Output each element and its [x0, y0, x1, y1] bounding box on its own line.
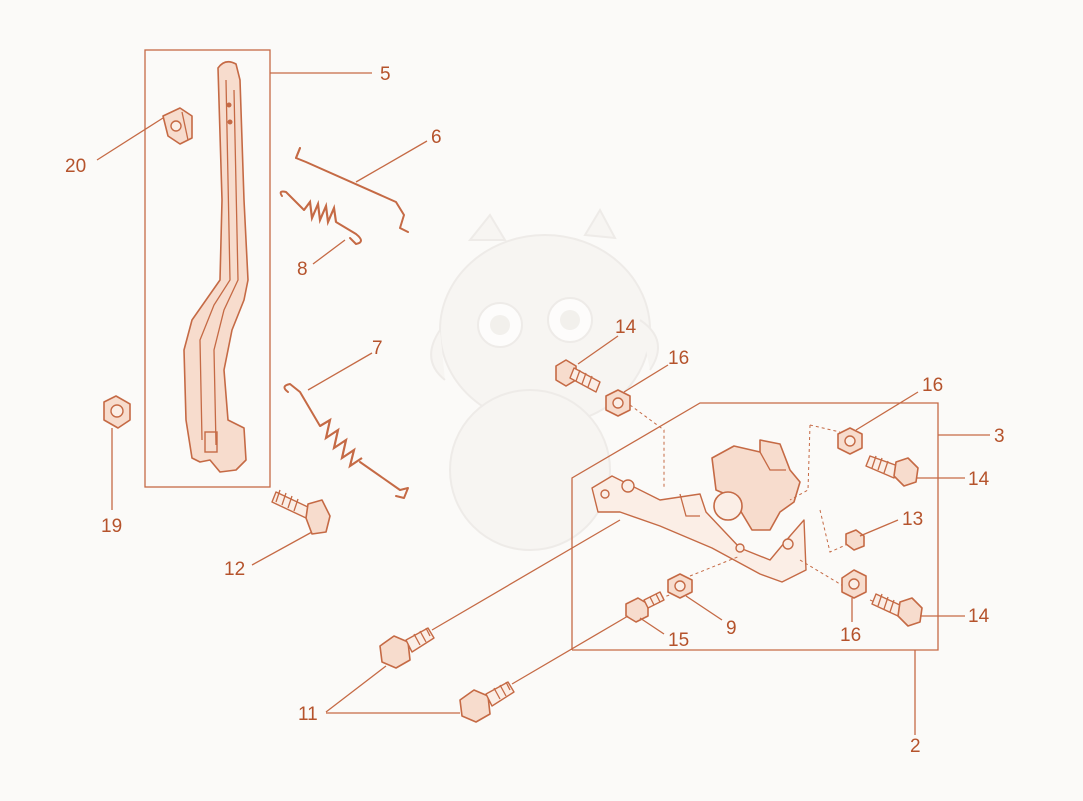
bolt-part-14-top — [555, 359, 601, 393]
leader-20 — [96, 117, 164, 161]
callout-15: 15 — [668, 630, 689, 651]
group-box-5 — [144, 49, 271, 488]
callout-13: 13 — [902, 509, 923, 530]
control-bracket-assembly — [591, 439, 807, 583]
spring-part-7 — [283, 383, 409, 499]
callout-20: 20 — [65, 156, 86, 177]
callout-14-right: 14 — [968, 469, 990, 490]
leader-14-top — [577, 335, 619, 365]
callout-14-top: 14 — [615, 317, 637, 338]
nut-part-16-bottom — [841, 569, 867, 599]
leader-6 — [355, 140, 428, 183]
dragon-mascot-watermark — [430, 207, 659, 551]
nut-part-19 — [103, 395, 131, 429]
bolt-part-14-right — [865, 455, 919, 487]
callout-14-bottom: 14 — [968, 606, 990, 627]
bolt-part-11-upper — [379, 519, 621, 669]
leader-13 — [859, 519, 899, 537]
nut-part-16-right — [837, 427, 863, 455]
callout-11: 11 — [298, 704, 318, 725]
bolt-part-11-lower — [459, 615, 629, 723]
bolt-part-12 — [271, 489, 331, 535]
throttle-lever — [183, 60, 249, 473]
callout-16-bottom: 16 — [840, 625, 861, 646]
callout-8: 8 — [297, 259, 308, 280]
bolt-part-15 — [625, 591, 665, 623]
group-box-2-3 — [571, 402, 939, 651]
leader-7 — [307, 352, 373, 391]
callout-5: 5 — [380, 64, 391, 85]
leader-16-top — [623, 364, 669, 393]
leader-12 — [251, 531, 313, 566]
bolt-part-14-bottom — [871, 593, 923, 627]
leader-8 — [312, 239, 346, 265]
callout-19: 19 — [101, 516, 122, 537]
callout-2: 2 — [910, 736, 921, 757]
callout-7: 7 — [372, 338, 383, 359]
leader-16-right — [855, 391, 919, 431]
leader-15 — [639, 617, 665, 635]
clip-part-20 — [162, 107, 193, 145]
callout-12: 12 — [224, 559, 245, 580]
leader-11-upper — [325, 665, 387, 713]
nut-part-13 — [845, 529, 865, 551]
control-rod-part-6 — [295, 147, 409, 233]
leader-9 — [685, 595, 723, 621]
callout-16-top: 16 — [668, 348, 689, 369]
washer-part-9 — [667, 573, 693, 599]
callout-16-right: 16 — [922, 375, 943, 396]
callout-3: 3 — [994, 426, 1005, 447]
callout-9: 9 — [726, 618, 737, 639]
callout-6: 6 — [431, 127, 442, 148]
nut-part-16-top — [605, 389, 631, 417]
spring-part-8 — [279, 190, 362, 245]
